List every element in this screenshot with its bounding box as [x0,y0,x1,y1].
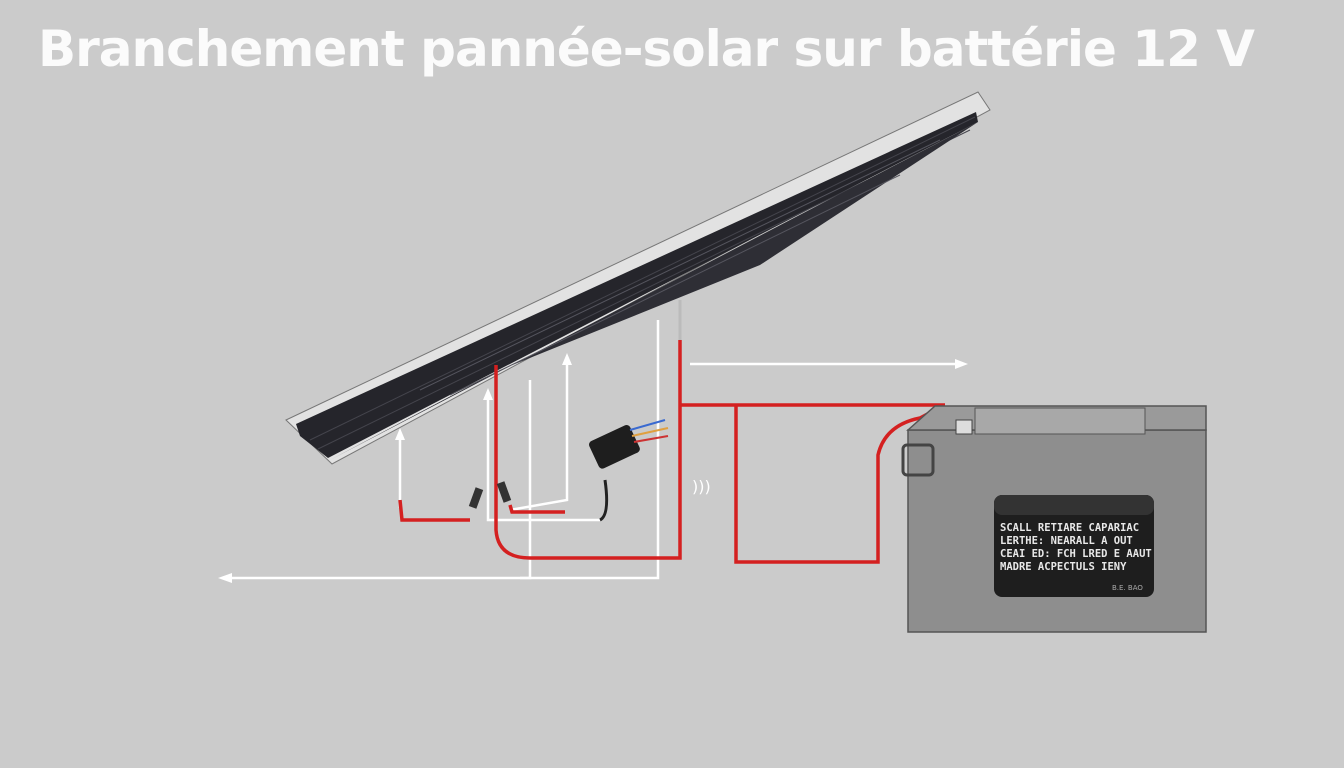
arrowheads [218,353,968,583]
arrow-up-icon [483,388,493,400]
signal-icon: ))) [692,477,711,496]
white-wires [222,320,962,580]
battery-label-line: MADRE ACPECTULS IENY [1000,561,1127,573]
battery [901,405,1207,633]
solar-panel [285,91,991,465]
battery-terminal [955,419,973,435]
battery-label-line: CEAI ED: FCH LRED E AAUT [1000,548,1152,560]
arrow-left-icon [218,573,232,583]
battery-label-line: SCALL RETIARE CAPARIAC [1000,522,1139,534]
battery-label-line: LERTHE: NEARALL A OUT [1000,535,1133,547]
arrow-up-icon [562,353,572,365]
arrow-right-icon [955,359,968,369]
battery-small-label: B.E. BAO [1112,584,1143,592]
arrow-up-icon [395,428,405,440]
charge-controller [589,419,669,522]
battery-label: SCALL RETIARE CAPARIAC LERTHE: NEARALL A… [1000,522,1152,592]
diagram-title: Branchement pannée-solar sur battérie 12… [38,20,1255,78]
mc4-connectors [468,481,512,509]
